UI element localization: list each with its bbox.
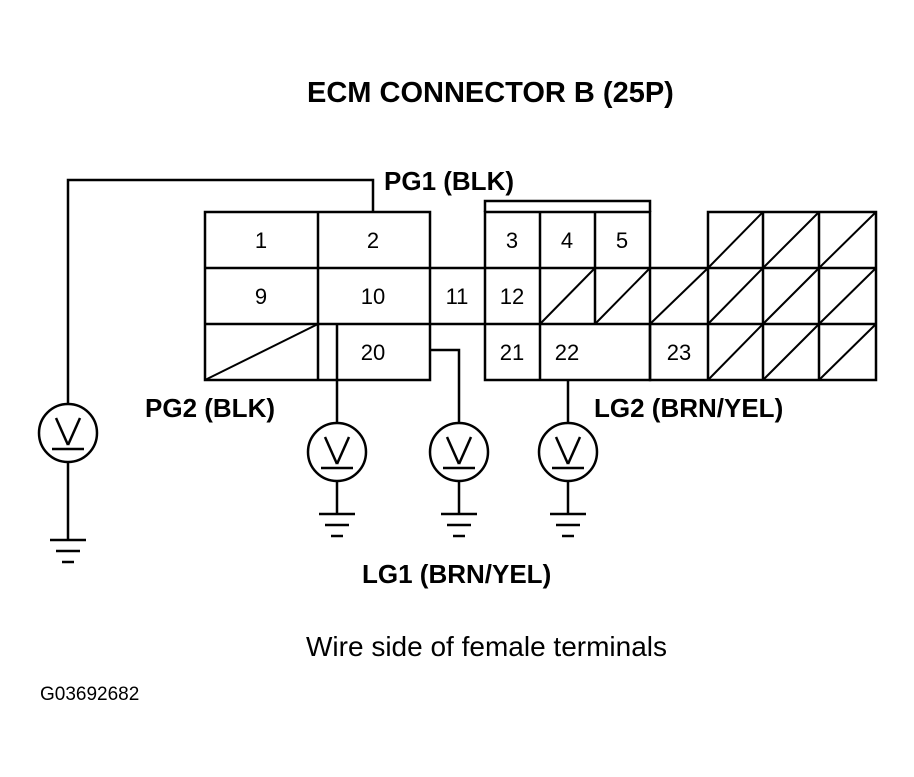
label-pg2: PG2 (BLK): [145, 393, 275, 423]
ground-icon: [50, 538, 86, 564]
pin-number: 9: [255, 284, 267, 309]
voltmeter-icon: [428, 421, 490, 483]
label-lg2: LG2 (BRN/YEL): [594, 393, 783, 423]
caption: Wire side of female terminals: [306, 631, 667, 662]
pin-number: 11: [446, 284, 469, 309]
connector-body: [203, 199, 878, 382]
ground-icon: [319, 512, 355, 538]
unused-cavities: [204, 211, 877, 381]
pin-number: 20: [361, 340, 385, 365]
figure-code: G03692682: [40, 684, 139, 705]
label-pg1: PG1 (BLK): [384, 166, 514, 196]
wires: [66, 178, 570, 540]
label-lg1: LG1 (BRN/YEL): [362, 559, 551, 589]
pin-number: 4: [561, 228, 573, 253]
pin-number: 12: [500, 284, 524, 309]
pin-number: 2: [367, 228, 379, 253]
pin-number: 10: [361, 284, 385, 309]
pin-number: 5: [616, 228, 628, 253]
voltmeter-icon: [537, 421, 599, 483]
pin-number: 22: [555, 340, 579, 365]
voltmeter-icon: [306, 421, 368, 483]
ground-icon: [550, 512, 586, 538]
diagram-title: ECM CONNECTOR B (25P): [307, 77, 674, 109]
pin-number: 3: [506, 228, 518, 253]
pin-number: 23: [667, 340, 691, 365]
voltmeter-icon: [37, 402, 99, 464]
pin-number: 21: [500, 340, 524, 365]
ground-icon: [441, 512, 477, 538]
pin-number: 1: [255, 228, 267, 253]
